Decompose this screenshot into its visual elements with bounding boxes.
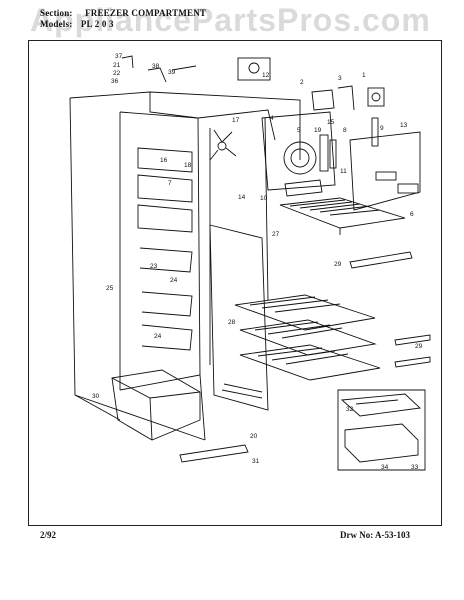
callout-label: 7	[168, 180, 172, 187]
diagram-frame	[28, 40, 442, 526]
ice-bin	[111, 369, 201, 441]
section-label: Section:	[40, 8, 73, 18]
callout-label: 24	[170, 277, 178, 284]
callout-label: 39	[168, 69, 176, 76]
callout-label: 36	[111, 78, 119, 85]
callout-label: 19	[314, 127, 322, 134]
callout-label: 2	[300, 79, 304, 86]
callout-label: 17	[232, 117, 240, 124]
control-parts	[311, 85, 385, 172]
models-label: Models:	[40, 19, 73, 29]
callout-label: 29	[415, 343, 423, 350]
door-shelves	[137, 147, 193, 351]
callout-label: 25	[106, 285, 114, 292]
revision-date: 2/92	[40, 530, 57, 540]
callout-label: 34	[381, 464, 389, 471]
callout-label: 10	[260, 195, 268, 202]
callout-label: 14	[238, 194, 246, 201]
ice-tray-assembly	[337, 389, 426, 471]
callout-label: 23	[150, 263, 158, 270]
divider-panel	[349, 131, 421, 211]
callout-label: 28	[228, 319, 236, 326]
callout-label: 38	[152, 63, 160, 70]
upper-wire-shelf	[279, 197, 413, 269]
bottom-trim	[179, 444, 249, 463]
callout-label: 24	[154, 333, 162, 340]
lower-wire-shelves	[234, 294, 431, 381]
callout-label: 13	[400, 122, 408, 129]
models-header: Models: PL 2 0 3	[40, 19, 114, 29]
callout-label: 30	[92, 393, 100, 400]
models-value: PL 2 0 3	[80, 19, 114, 29]
callout-label: 18	[184, 162, 192, 169]
callout-label: 5	[297, 127, 301, 134]
callout-label: 27	[272, 231, 280, 238]
callout-label: 1	[362, 72, 366, 79]
callout-label: 3	[338, 75, 342, 82]
callout-label: 33	[411, 464, 419, 471]
callout-label: 31	[252, 458, 260, 465]
callout-label: 16	[160, 157, 168, 164]
freezer-cabinet	[69, 91, 301, 441]
section-header: Section: FREEZER COMPARTMENT	[40, 8, 206, 18]
callout-label: 12	[262, 72, 270, 79]
hardware-parts	[121, 55, 271, 83]
watermark: AppliancePartsPros.com	[30, 2, 431, 38]
callout-label: 37	[115, 53, 123, 60]
callout-label: 29	[334, 261, 342, 268]
callout-label: 20	[250, 433, 258, 440]
callout-label: 22	[113, 70, 121, 77]
callout-label: 9	[380, 125, 384, 132]
callout-label: 15	[327, 119, 335, 126]
evaporator-assembly	[261, 111, 336, 197]
callout-label: 32	[346, 406, 354, 413]
callout-label: 6	[410, 211, 414, 218]
fan-blade	[209, 129, 237, 161]
drawing-number: Drw No: A-53-103	[340, 530, 410, 540]
callout-label: 4	[270, 115, 274, 122]
callout-label: 8	[343, 127, 347, 134]
callout-label: 11	[340, 168, 347, 175]
section-value: FREEZER COMPARTMENT	[85, 8, 207, 18]
callout-label: 21	[113, 62, 121, 69]
rear-panel	[209, 224, 269, 411]
